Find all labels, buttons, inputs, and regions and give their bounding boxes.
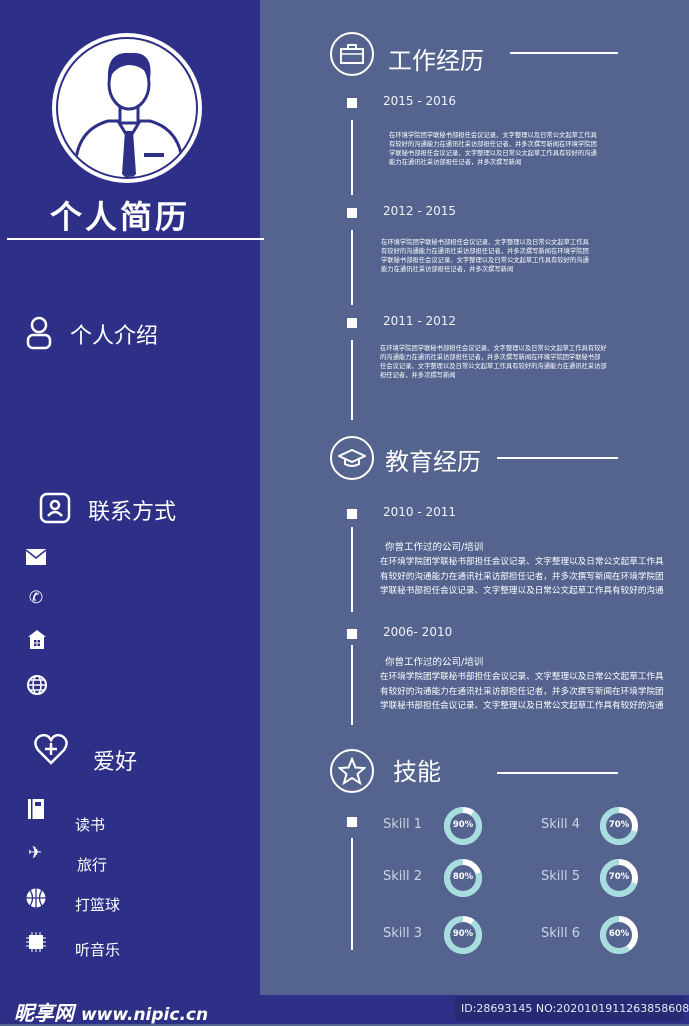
avatar	[52, 33, 202, 183]
timeline-line	[351, 230, 353, 305]
education-date: 2010 - 2011	[383, 505, 457, 519]
work-date: 2011 - 2012	[383, 314, 457, 328]
skill-donut	[444, 916, 482, 954]
skill-percent: 60%	[608, 929, 630, 939]
contact-card-icon	[39, 492, 71, 528]
heading-rule	[510, 52, 618, 54]
education-heading-line: 你曾工作过的公司/培训	[385, 657, 484, 668]
education-description-line: 有较好的沟通能力在通讯社采访部担任记者，并多次撰写新闻在环境学院团	[380, 686, 664, 697]
work-description-line: 有较好的沟通能力在通讯社采访部担任记者，并多次撰写新闻在环境学院团	[381, 248, 589, 255]
education-description-line: 在环境学院团学联秘书部担任会议记录、文字整理以及日常公文起草工作具	[380, 672, 664, 682]
work-description-line: 学联秘书部担任会议记录、文字整理以及日常公文起草工作具有较好的沟通	[389, 150, 597, 157]
donut-fill	[444, 859, 482, 897]
timeline-marker	[347, 208, 357, 218]
resume-title: 个人简历	[50, 198, 191, 236]
timeline-marker	[347, 509, 357, 519]
person-icon	[74, 52, 184, 177]
timeline-marker	[347, 318, 357, 328]
basketball-icon	[26, 888, 46, 908]
briefcase-icon	[340, 44, 364, 64]
donut-fill	[444, 916, 482, 954]
skill-percent: 90%	[452, 929, 474, 939]
star-icon	[338, 757, 366, 785]
work-date: 2015 - 2016	[383, 94, 457, 108]
skill-label: Skill 6	[541, 926, 581, 941]
education-heading: 教育经历	[385, 448, 481, 476]
airplane-icon: ✈	[27, 843, 43, 863]
skill-percent: 80%	[452, 872, 474, 882]
hobby-label: 打篮球	[75, 896, 121, 914]
chip-icon	[26, 932, 46, 952]
intro-heading: 个人介绍	[70, 324, 159, 349]
work-description-line: 在环境学院团学联秘书部担任会议记录、文字整理以及日常公文起草工作具	[389, 132, 597, 139]
timeline-marker	[347, 629, 357, 639]
divider	[7, 238, 264, 240]
skill-donut	[600, 916, 638, 954]
donut-fill	[444, 807, 482, 845]
timeline-line	[351, 340, 353, 420]
education-description-line: 有较好的沟通能力在通讯社采访部担任记者，并多次撰写新闻在环境学院团	[380, 571, 664, 582]
watermark-logo: 昵享网 www.nipic.cn	[14, 1001, 209, 1025]
graduation-cap-icon-circle	[330, 436, 374, 480]
skill-label: Skill 5	[541, 869, 581, 884]
heading-rule	[497, 772, 618, 774]
skill-donut	[444, 807, 482, 845]
work-description-line: 担任记者，并多次撰写新闻	[380, 372, 456, 379]
skill-donut	[600, 859, 638, 897]
hobby-label: 听音乐	[75, 941, 121, 959]
hobby-heading: 爱好	[93, 750, 138, 775]
timeline-line	[351, 120, 353, 195]
education-date: 2006- 2010	[383, 625, 453, 639]
skill-donut	[444, 859, 482, 897]
skill-percent: 70%	[608, 872, 630, 882]
home-icon	[27, 630, 47, 650]
timeline-marker	[347, 817, 357, 827]
work-description-line: 学联秘书部担任会议记录、文字整理以及日常公文起草工作具有较好的沟通	[381, 257, 589, 264]
skill-label: Skill 1	[383, 817, 423, 832]
user-icon	[26, 316, 52, 354]
mail-icon	[26, 547, 46, 567]
phone-icon: ✆	[28, 588, 44, 608]
skill-label: Skill 3	[383, 926, 423, 941]
hobby-label: 读书	[75, 816, 106, 834]
timeline-line	[351, 645, 353, 725]
work-date: 2012 - 2015	[383, 204, 457, 218]
hobby-label: 旅行	[77, 856, 108, 874]
contact-heading: 联系方式	[88, 500, 177, 525]
work-description-line: 的沟通能力在通讯社采访部担任记者，并多次撰写新闻在环境学院团学联秘书部	[380, 354, 601, 361]
timeline-marker	[347, 98, 357, 108]
work-description-line: 任会议记录、文字整理以及日常公文起草工作具有较好的沟通能力在通讯社采访部	[380, 363, 607, 370]
work-heading: 工作经历	[388, 47, 484, 75]
heading-rule	[497, 457, 618, 459]
work-description-line: 能力在通讯社采访部担任记者，并多次撰写新闻	[381, 266, 514, 273]
education-description-line: 学联秘书部担任会议记录、文字整理以及日常公文起草工作具有较好的沟通	[380, 701, 664, 711]
education-heading-line: 你曾工作过的公司/培训	[385, 542, 484, 553]
timeline-line	[351, 838, 353, 950]
work-description-line: 在环境学院团学联秘书部担任会议记录、文字整理以及日常公文起草工作具	[381, 239, 589, 246]
briefcase-icon-circle	[330, 32, 374, 76]
skill-percent: 70%	[608, 820, 630, 830]
work-description-line: 在环境学院团学联秘书部担任会议记录、文字整理以及日常公文起草工作具有较好	[380, 345, 607, 352]
book-icon	[26, 799, 46, 819]
skill-label: Skill 2	[383, 869, 423, 884]
skill-donut	[600, 807, 638, 845]
globe-icon	[27, 675, 47, 695]
image-id: ID:28693145 NO:20201019112638586089	[455, 997, 689, 1021]
graduation-cap-icon	[338, 448, 366, 467]
skills-heading: 技能	[393, 758, 441, 786]
donut-fill	[600, 916, 638, 954]
education-description-line: 学联秘书部担任会议记录、文字整理以及日常公文起草工作具有较好的沟通	[380, 586, 664, 596]
education-description-line: 在环境学院团学联秘书部担任会议记录、文字整理以及日常公文起草工作具	[380, 557, 664, 567]
skill-label: Skill 4	[541, 817, 581, 832]
skill-percent: 90%	[452, 820, 474, 830]
star-icon-circle	[330, 749, 374, 793]
timeline-line	[351, 527, 353, 612]
heart-plus-icon	[34, 733, 68, 769]
work-description-line: 有较好的沟通能力在通讯社采访部担任记者，并多次撰写新闻在环境学院团	[389, 141, 597, 148]
work-description-line: 能力在通讯社采访部担任记者，并多次撰写新闻	[389, 159, 522, 166]
